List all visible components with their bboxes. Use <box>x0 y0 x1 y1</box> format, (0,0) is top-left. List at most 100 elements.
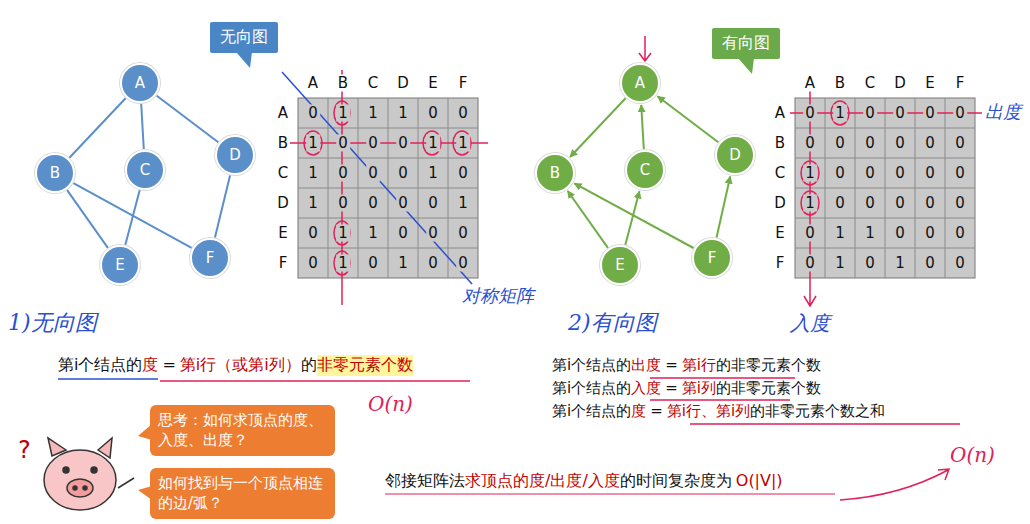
matrix-cell: 0 <box>863 255 877 272</box>
graph-edge <box>658 96 719 142</box>
matrix-cell: 0 <box>893 135 907 152</box>
formula-text: 的非零元素个数 <box>716 356 821 375</box>
matrix-cell: 0 <box>366 195 380 212</box>
formula-text: 邻接矩阵法 <box>385 471 465 492</box>
matrix-cell: 0 <box>426 195 440 212</box>
matrix-cell: 1 <box>803 165 817 182</box>
vertex-letter: B <box>550 164 560 182</box>
graph-edge <box>641 105 644 149</box>
drawing-stroke <box>63 467 69 473</box>
drawing-stroke <box>67 479 93 497</box>
underline <box>160 380 470 382</box>
drawing-stroke <box>334 221 350 245</box>
matrix-cell: 0 <box>396 225 410 242</box>
callout-tail <box>236 52 252 68</box>
graph-edge <box>125 190 139 244</box>
text-line: 对称矩阵 <box>462 284 534 308</box>
matrix-cell: 1 <box>366 225 380 242</box>
callout-box: 无向图 <box>210 22 278 53</box>
text-line: 第i个结点的出度=第i行的非零元素个数 <box>552 356 821 375</box>
matrix-cell: 0 <box>366 135 380 152</box>
handwritten-note: 对称矩阵 <box>462 284 534 308</box>
matrix-cell: 0 <box>426 105 440 122</box>
vertex-letter: C <box>640 161 650 179</box>
matrix-cell: 0 <box>336 135 350 152</box>
graph-edge <box>157 96 219 143</box>
formula-text: 的非零元素个数 <box>716 379 821 398</box>
row-header: A <box>276 105 290 122</box>
matrix-cell: 0 <box>456 225 470 242</box>
box-text: 如何找到与一个顶点相连的边/弧？ <box>158 474 323 512</box>
callout-box: 有向图 <box>712 28 780 59</box>
text-line: 邻接矩阵法求顶点的度/出度/入度的时间复杂度为O(|V|) <box>385 471 783 492</box>
matrix-cell: 1 <box>803 195 817 212</box>
matrix-cell: 0 <box>863 105 877 122</box>
matrix-cell: 1 <box>456 195 470 212</box>
text-line: 第i个结点的度=第i行（或第i列）的非零元素个数 <box>58 355 413 376</box>
formula-text: 第i行（或第i列） <box>180 355 301 376</box>
formula-text: 第i个结点的 <box>552 356 631 375</box>
formula-text: 的时间复杂度为 <box>620 471 732 492</box>
formula-text: 第i个结点的 <box>552 379 631 398</box>
matrix-cell: 0 <box>953 105 967 122</box>
formula-text: 第i列 <box>682 379 716 398</box>
matrix-cell: 0 <box>456 105 470 122</box>
matrix-cell: 1 <box>833 255 847 272</box>
drawing-stroke <box>801 191 819 215</box>
matrix-cell: 0 <box>426 225 440 242</box>
callout-tail <box>738 58 754 74</box>
formula-text: O(|V|) <box>732 471 783 490</box>
vertex-letter: A <box>635 74 645 92</box>
matrix-cell: 1 <box>833 225 847 242</box>
matrix-cell: 1 <box>366 105 380 122</box>
matrix-cell: 0 <box>833 195 847 212</box>
matrix-cell: 0 <box>833 135 847 152</box>
matrix-cell: 1 <box>336 105 350 122</box>
formula-text: 第i行、第i列 <box>667 402 750 421</box>
formula-text: 的非零元素个数之和 <box>750 402 885 421</box>
row-header: B <box>276 135 290 152</box>
text-line: ? <box>18 436 31 464</box>
text-line: 第i个结点的度=第i行、第i列的非零元素个数之和 <box>552 402 885 421</box>
text-line: 1)无向图 <box>8 308 97 338</box>
matrix-cell: 0 <box>863 165 877 182</box>
vertex-letter: B <box>50 164 60 182</box>
matrix-cell: 1 <box>833 105 847 122</box>
column-header: E <box>923 75 936 92</box>
formula-text: 第i个结点的 <box>58 355 142 376</box>
matrix-cell: 0 <box>893 105 907 122</box>
matrix-cell: 0 <box>803 135 817 152</box>
drawing-stroke <box>423 131 441 155</box>
matrix-cell: 0 <box>306 225 320 242</box>
handwritten-heading: 1)无向图 <box>8 308 97 338</box>
handwritten-note: O(n) <box>950 443 995 467</box>
matrix-cell: 0 <box>923 195 937 212</box>
matrix-cell: 1 <box>306 135 320 152</box>
matrix-cell: 0 <box>396 165 410 182</box>
formula-text: 的 <box>301 355 317 376</box>
box-text: 思考：如何求顶点的度、入度、出度？ <box>158 411 323 449</box>
drawing-stroke <box>44 450 116 510</box>
drawing-stroke <box>91 467 97 473</box>
formula-text: 求顶点的度/出度/入度 <box>465 471 620 492</box>
vertex-letter: E <box>115 256 124 274</box>
matrix-cell: 0 <box>953 165 967 182</box>
formula-text: 第i行 <box>682 356 716 375</box>
vertex-circle: E <box>600 245 640 285</box>
underline <box>385 494 835 495</box>
handwritten-note: 出度 <box>985 100 1021 124</box>
text-line: O(n) <box>368 392 413 416</box>
matrix-cell: 1 <box>426 135 440 152</box>
column-header: A <box>306 75 320 92</box>
underline <box>650 378 960 424</box>
column-header: B <box>336 75 350 92</box>
drawing-stroke <box>334 101 350 125</box>
drawing-stroke <box>298 98 478 278</box>
question-mark: ? <box>18 436 31 464</box>
vertex-letter: D <box>229 146 241 164</box>
vertex-letter: F <box>206 249 215 267</box>
diagonal-line <box>282 72 472 284</box>
matrix-cell: 1 <box>863 225 877 242</box>
matrix-cell: 0 <box>833 165 847 182</box>
